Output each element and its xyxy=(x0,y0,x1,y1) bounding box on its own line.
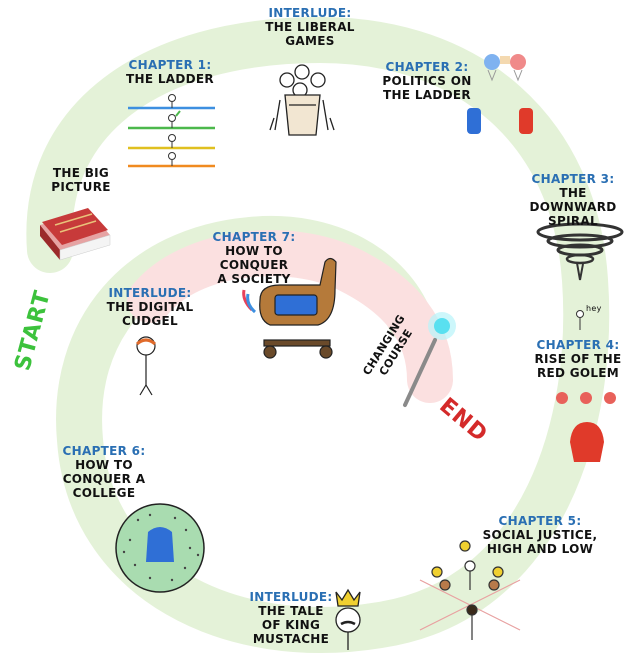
node-the-big-picture: THE BIG PICTURE xyxy=(51,166,111,194)
node-chapter-4: CHAPTER 4: RISE OF THE RED GOLEM xyxy=(534,338,622,380)
ladder-icon xyxy=(128,94,215,168)
node-interlude-digital-cudgel: INTERLUDE: THE DIGITAL CUDGEL xyxy=(106,286,194,328)
node-interlude-king-mustache: INTERLUDE: THE TALE OF KING MUSTACHE xyxy=(249,590,333,646)
node-chapter-3: CHAPTER 3: THE DOWNWARD SPIRAL xyxy=(529,172,617,228)
politics-golems-icon xyxy=(467,54,533,134)
podium-icon xyxy=(269,64,335,136)
tornado-icon xyxy=(536,222,624,281)
node-chapter-1: CHAPTER 1: THE LADDER xyxy=(126,58,214,86)
red-golem-icon xyxy=(556,310,616,462)
node-chapter-5: CHAPTER 5: SOCIAL JUSTICE, HIGH AND LOW xyxy=(482,514,598,556)
trojan-horse-icon xyxy=(242,257,337,359)
node-interlude-liberal-games: INTERLUDE: THE LIBERAL GAMES xyxy=(265,6,355,48)
spiral-path-red xyxy=(127,230,453,403)
book-icon xyxy=(40,208,111,261)
node-chapter-6: CHAPTER 6: HOW TO CONQUER A COLLEGE xyxy=(62,444,146,500)
college-circle-icon xyxy=(115,503,205,593)
node-chapter-2: CHAPTER 2: POLITICS ON THE LADDER xyxy=(382,60,472,102)
king-mustache-icon xyxy=(335,588,361,650)
magic-wand-icon xyxy=(403,312,456,407)
digital-cudgel-figure-icon xyxy=(136,336,156,396)
chapter-4-hey-text: hey xyxy=(586,304,602,313)
social-justice-figures-icon xyxy=(419,540,521,640)
node-chapter-7: CHAPTER 7: HOW TO CONQUER A SOCIETY xyxy=(212,230,296,286)
